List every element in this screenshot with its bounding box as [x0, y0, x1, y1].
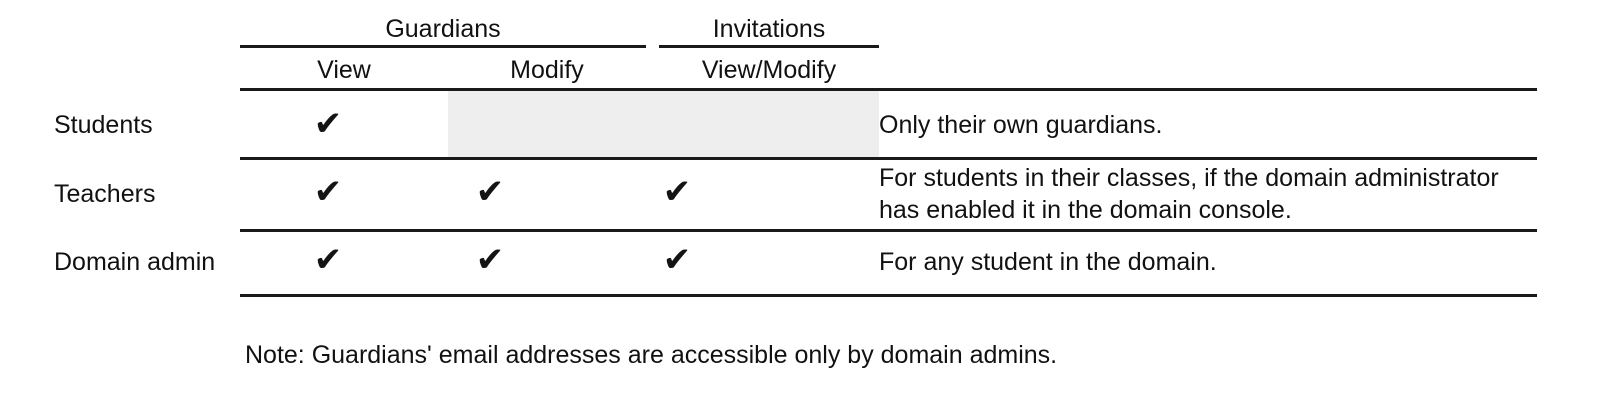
column-header-view-modify: View/Modify: [701, 56, 837, 84]
guardians-group-rule: [240, 45, 646, 48]
column-header-view: View: [317, 56, 371, 84]
table-note: Note: Guardians' email addresses are acc…: [245, 341, 1058, 369]
row-rule-students: [240, 157, 1537, 160]
table-bottom-rule: [240, 294, 1537, 297]
row-rule-teachers: [240, 229, 1537, 232]
table-cell-description-domain-admin: For any student in the domain.: [879, 248, 1217, 276]
check-icon-domain-admin-invitations-view-modify: ✔: [662, 240, 692, 280]
check-icon-teachers-guardians-view: ✔: [313, 172, 343, 212]
check-icon-teachers-invitations-view-modify: ✔: [662, 172, 692, 212]
table-cell-description-students: Only their own guardians.: [879, 111, 1163, 139]
column-header-modify: Modify: [510, 56, 584, 84]
invitations-group-rule: [659, 45, 879, 48]
table-row-label-teachers: Teachers: [54, 180, 156, 208]
check-icon-domain-admin-guardians-modify: ✔: [475, 240, 505, 280]
check-icon-teachers-guardians-modify: ✔: [475, 172, 505, 212]
table-row-label-students: Students: [54, 111, 153, 139]
check-icon-students-guardians-view: ✔: [313, 104, 343, 144]
disabled-cell-students-modify: [448, 91, 879, 157]
column-group-invitations: Invitations: [712, 15, 826, 43]
check-icon-domain-admin-guardians-view: ✔: [313, 240, 343, 280]
header-bottom-rule: [240, 88, 1537, 91]
table-row-label-domain-admin: Domain admin: [54, 248, 216, 276]
column-group-guardians: Guardians: [385, 15, 501, 43]
table-cell-description-teachers: For students in their classes, if the do…: [879, 164, 1499, 224]
